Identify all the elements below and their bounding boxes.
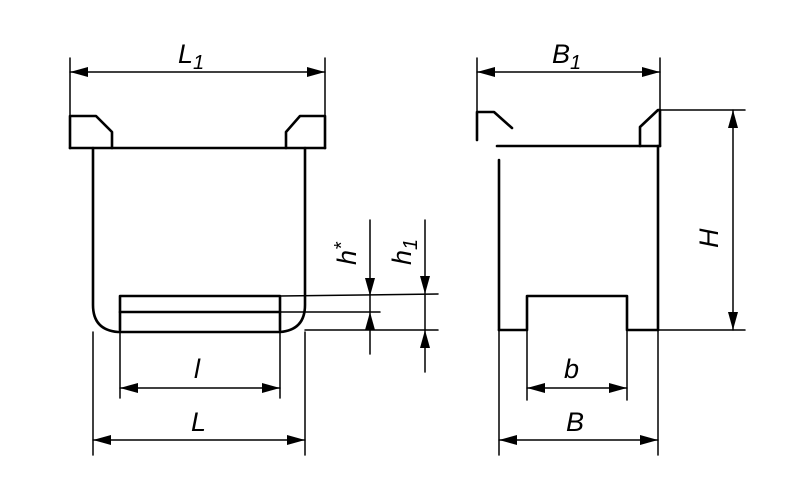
label-H: H [694,228,724,248]
front-extension-lines [69,57,439,456]
front-body-outline [91,146,307,334]
dimension-L: L [92,407,306,445]
dimension-l: l [119,354,281,393]
side-right-flange [638,108,662,148]
dimension-H: H [694,109,738,331]
label-L1: L1 [178,39,204,74]
label-B: B [566,407,584,437]
label-b: b [564,354,579,384]
front-left-flange [68,114,114,150]
label-B1: B1 [552,39,581,74]
front-right-flange [284,114,327,150]
side-view [475,108,662,332]
dimension-h1: h1 [387,219,430,373]
dimension-b: b [526,354,628,393]
front-view [68,114,327,334]
dimension-h-star: h* [331,219,375,355]
label-h-star: h* [331,241,362,265]
dimension-B1: B1 [476,39,661,77]
label-L: L [191,407,206,437]
side-extension-lines [476,57,746,456]
label-h1: h1 [387,239,422,265]
dimension-B: B [498,407,659,445]
side-left-flange [475,110,514,142]
dimension-L1: L1 [69,39,326,77]
label-l: l [194,354,201,384]
side-bottom-profile [497,294,660,332]
